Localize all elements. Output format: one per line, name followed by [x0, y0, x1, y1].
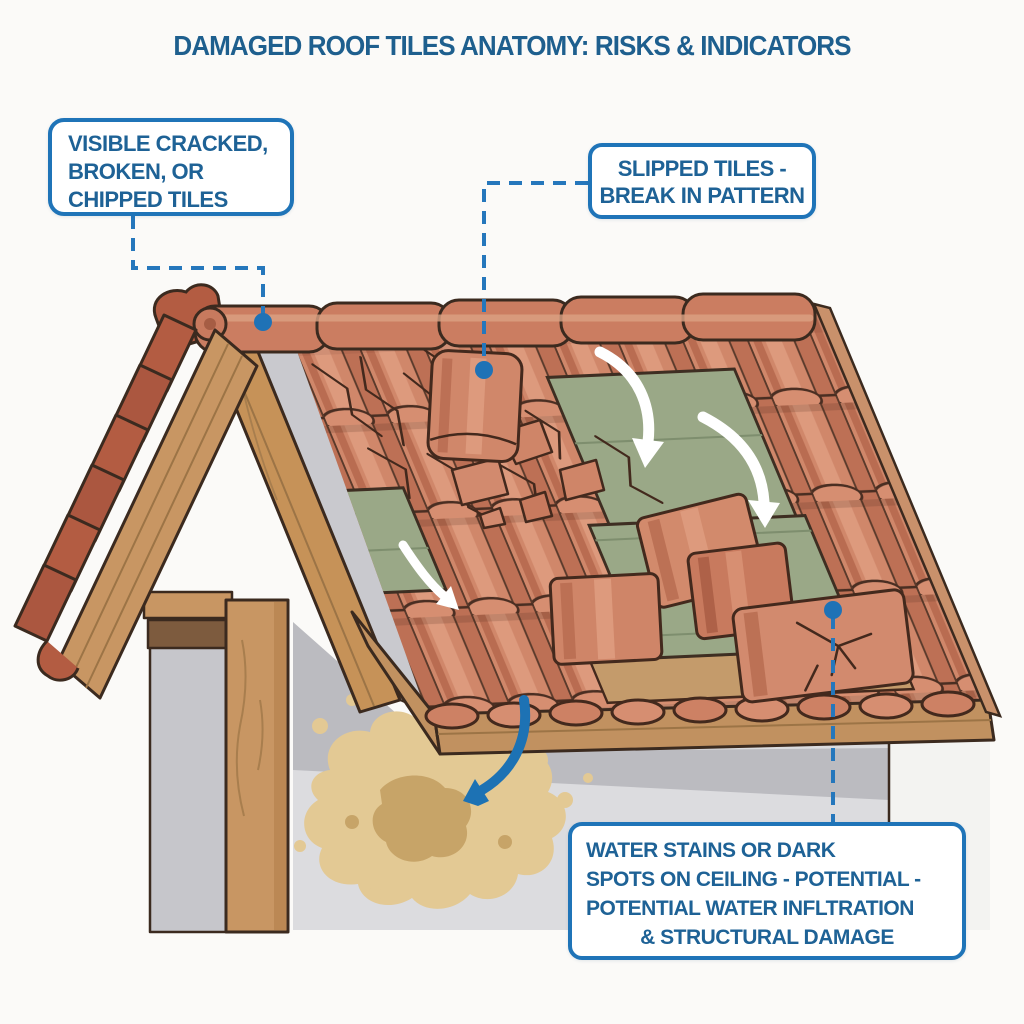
- callout-line: CHIPPED TILES: [68, 187, 228, 212]
- callout-line: WATER STAINS OR DARK: [586, 839, 836, 862]
- callout-line: BREAK IN PATTERN: [599, 183, 805, 208]
- callout-line: SPOTS ON CEILING - POTENTIAL -: [586, 868, 921, 891]
- callout-line: POTENTIAL WATER INFLTRATION: [586, 897, 914, 920]
- callout-cracked-tiles: VISIBLE CRACKED, BROKEN, OR CHIPPED TILE…: [48, 118, 294, 216]
- left-rake-tiles: [13, 313, 198, 682]
- leader-dot: [475, 361, 493, 379]
- ridge-caps: [152, 283, 817, 354]
- eave-fascia: [350, 610, 996, 756]
- callout-line: VISIBLE CRACKED,: [68, 131, 268, 156]
- slip-arrow-icon: [398, 540, 459, 610]
- broken-tile-fragments: [450, 418, 606, 530]
- gable-structure: [142, 329, 437, 934]
- leader-dot: [254, 313, 272, 331]
- slip-arrow-icon: [594, 346, 664, 468]
- slipped-tile-top: [426, 349, 524, 464]
- gable-wall-strip: [148, 608, 230, 934]
- callout-line: SLIPPED TILES -: [617, 156, 787, 181]
- callout-line: BROKEN, OR: [68, 159, 204, 184]
- right-rake-trim: [811, 302, 1003, 718]
- displaced-tiles: [426, 349, 915, 704]
- slip-arrows: [398, 346, 780, 610]
- leader-dot: [824, 601, 842, 619]
- water-infiltration-arrow-icon: [463, 695, 531, 806]
- cracked-tile-eave: [731, 588, 915, 704]
- wooden-post: [224, 598, 290, 934]
- callout-line: & STRUCTURAL DAMAGE: [640, 926, 894, 949]
- callout-slipped-tiles: SLIPPED TILES - BREAK IN PATTERN: [588, 143, 816, 219]
- slip-arrow-icon: [697, 411, 780, 528]
- diagram-title: DAMAGED ROOF TILES ANATOMY: RISKS & INDI…: [173, 30, 851, 61]
- leader-line-slipped: [482, 181, 588, 364]
- crossbeam: [142, 590, 234, 620]
- slipped-tile-low: [548, 572, 664, 666]
- purlin-beam: [146, 618, 234, 650]
- bargeboard: [56, 328, 259, 700]
- leader-line-cracked: [131, 216, 265, 318]
- callout-water-stains: WATER STAINS OR DARK SPOTS ON CEILING - …: [568, 822, 966, 960]
